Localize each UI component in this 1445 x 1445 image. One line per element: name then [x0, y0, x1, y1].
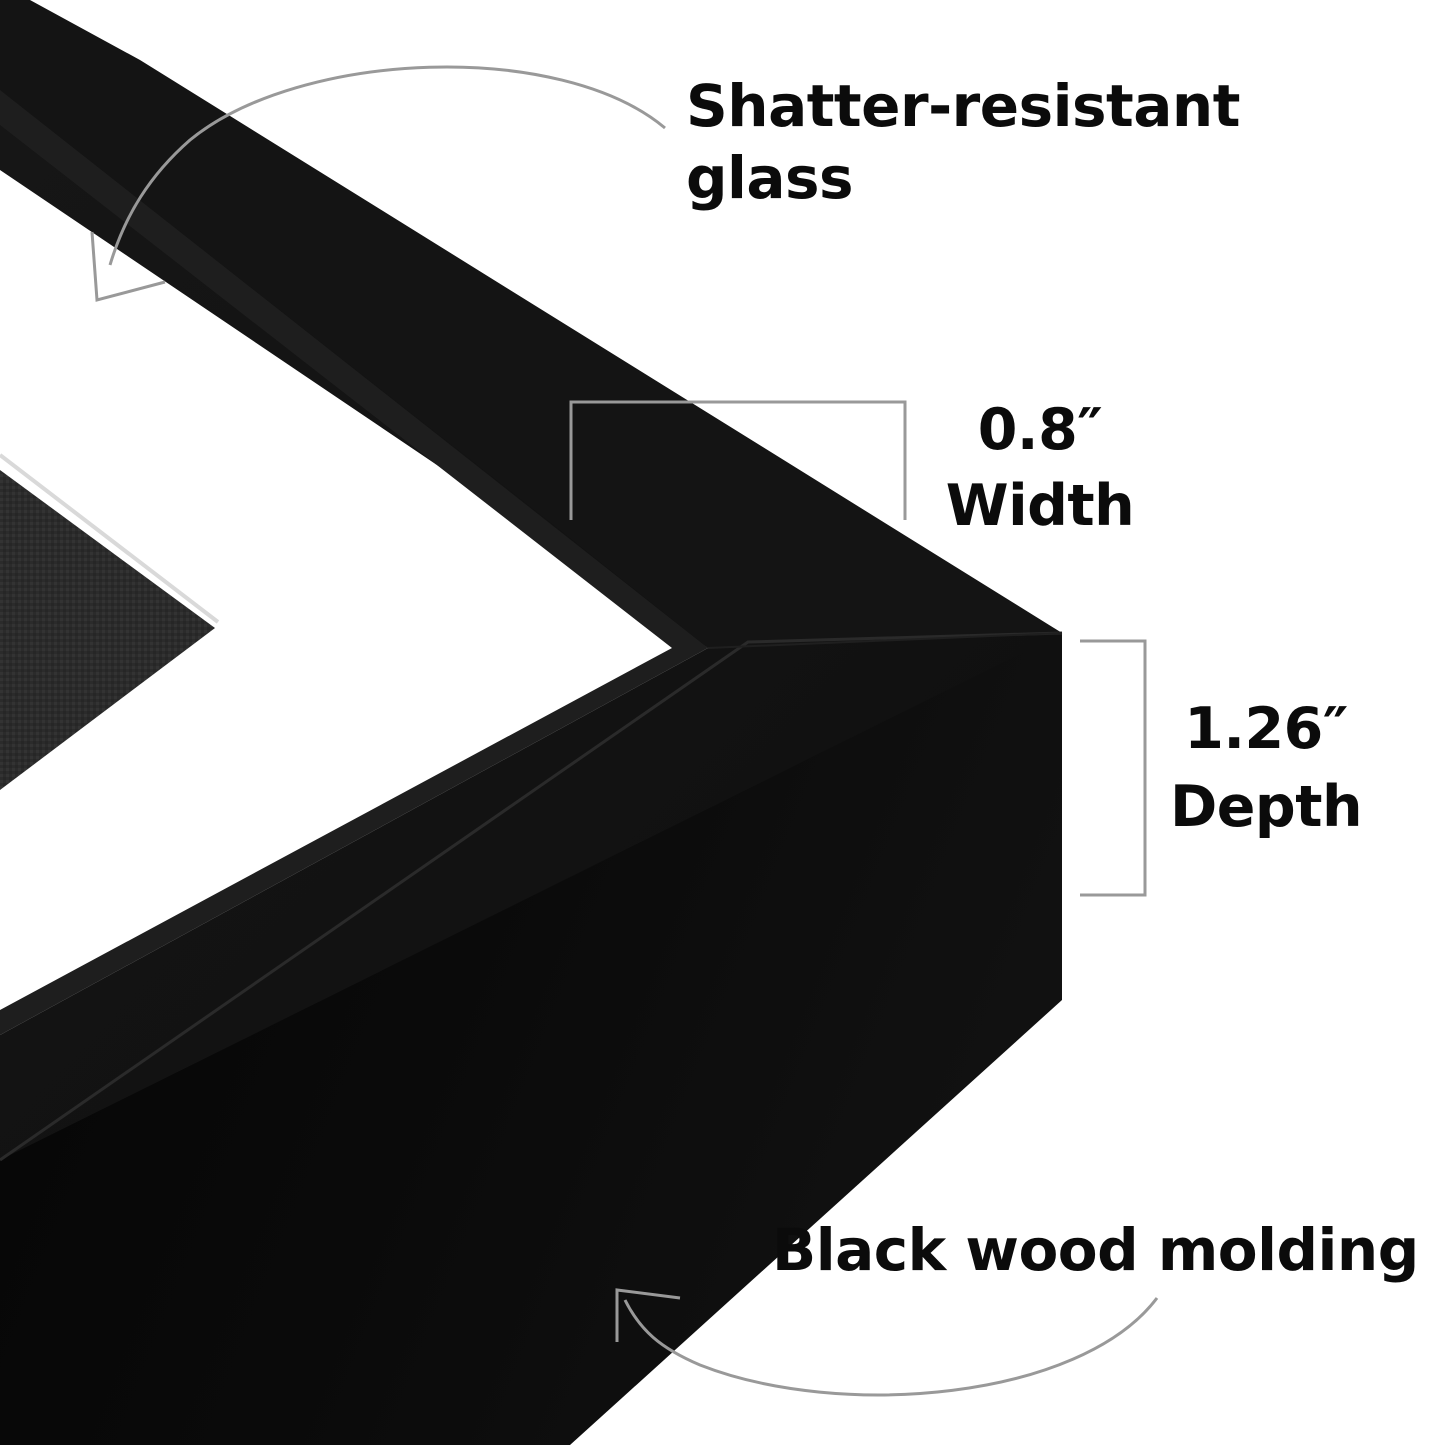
- frame-inner-lip: [0, 90, 708, 1035]
- frame-miter: [707, 632, 1063, 649]
- glass-arrow: [108, 65, 666, 266]
- depth-value: 1.26″: [1184, 696, 1348, 762]
- frame-ridge: [0, 631, 1063, 1162]
- width-callout: 0.8″ Width: [945, 392, 1135, 544]
- molding-callout: Black wood molding: [772, 1212, 1419, 1288]
- glass-arrow-head: [90, 231, 166, 302]
- width-bracket: [569, 400, 907, 520]
- depth-callout: 1.26″ Depth: [1168, 690, 1364, 846]
- glass-callout: Shatter-resistant glass: [686, 70, 1240, 214]
- glass-callout-line2: glass: [686, 144, 854, 212]
- depth-label: Depth: [1169, 774, 1363, 840]
- glass-callout-line1: Shatter-resistant: [686, 72, 1240, 140]
- width-value: 0.8″: [977, 397, 1103, 463]
- frame-side: [0, 633, 1062, 1445]
- backing-edge: [0, 453, 220, 624]
- frame-face-top: [0, 0, 1062, 648]
- molding-arrow: [623, 1297, 1159, 1397]
- depth-bracket: [1080, 639, 1147, 897]
- molding-arrow-head: [615, 1288, 681, 1342]
- molding-text: Black wood molding: [772, 1216, 1419, 1284]
- backing-board: [0, 470, 215, 790]
- width-label: Width: [945, 473, 1135, 539]
